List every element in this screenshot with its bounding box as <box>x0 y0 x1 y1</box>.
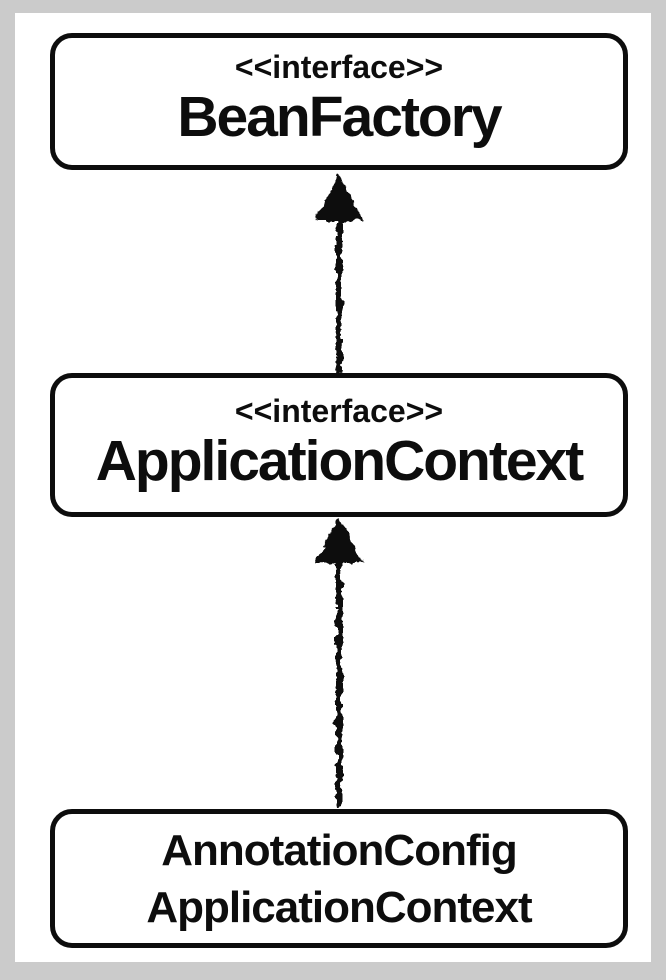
node-applicationcontext: <<interface>> ApplicationContext <box>50 373 628 517</box>
stereotype-label: <<interface>> <box>234 393 444 429</box>
class-name-line-2: ApplicationContext <box>146 882 532 932</box>
class-name-beanfactory: BeanFactory <box>177 85 502 149</box>
node-beanfactory: <<interface>> BeanFactory <box>50 33 628 170</box>
class-name-applicationcontext: ApplicationContext <box>95 429 584 493</box>
stereotype-label: <<interface>> <box>234 49 444 85</box>
node-annotationconfig-applicationcontext: AnnotationConfig ApplicationContext <box>50 809 628 948</box>
inheritance-arrow-applicationcontext-to-beanfactory <box>315 175 363 374</box>
class-name-line-1: AnnotationConfig <box>161 825 517 875</box>
inheritance-arrow-annotationconfig-to-applicationcontext <box>315 518 363 809</box>
